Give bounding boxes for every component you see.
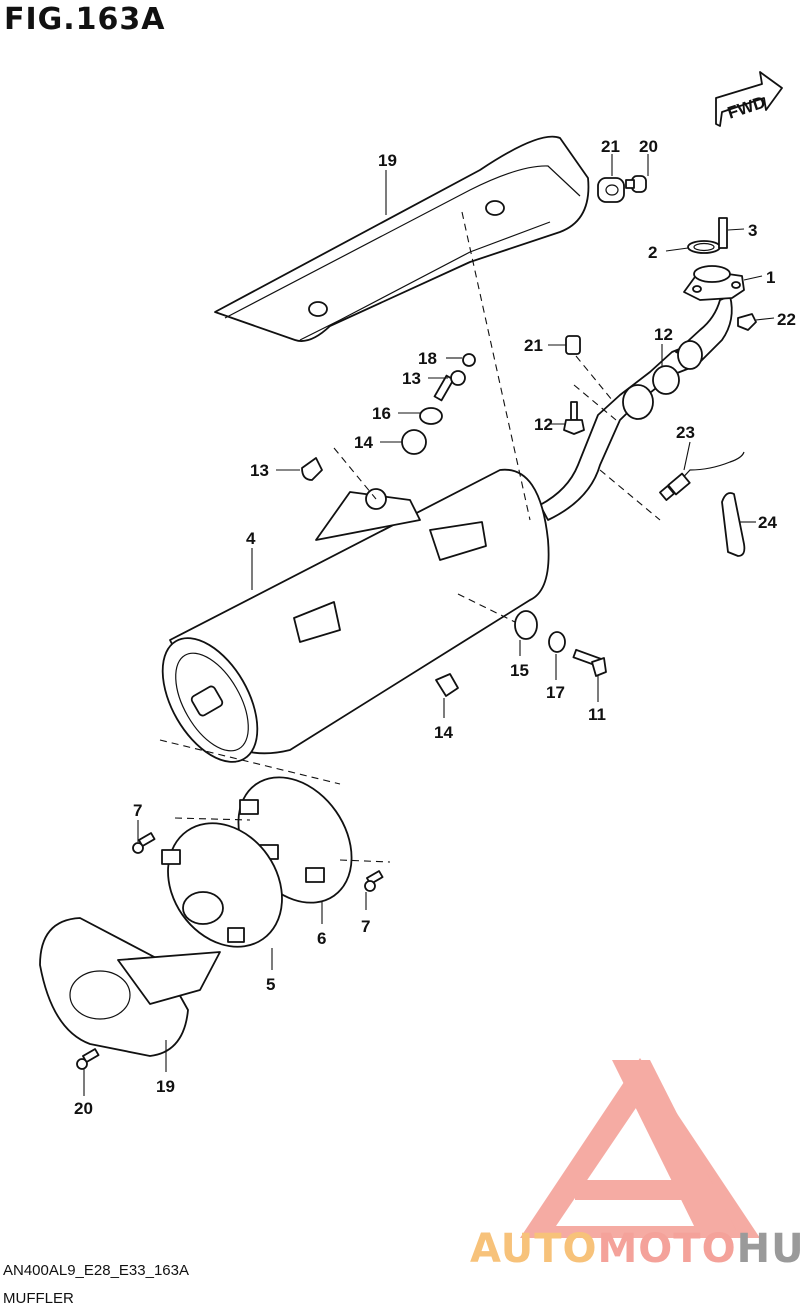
callout-23: 23 <box>676 423 695 442</box>
muffler-body-part <box>161 468 550 763</box>
callout-7-right: 7 <box>361 917 370 936</box>
stud-bolt-part <box>718 217 728 249</box>
callout-2: 2 <box>648 243 657 262</box>
watermark-text: AUTOMOTOHUB <box>470 1226 800 1272</box>
mount-bolt-lower-part <box>572 648 607 677</box>
callout-21: 21 <box>524 336 543 355</box>
callout-6: 6 <box>317 929 326 948</box>
protector-part <box>161 822 283 948</box>
pipe-bolt-part <box>563 401 585 435</box>
callout-3: 3 <box>748 221 757 240</box>
callout-1: 1 <box>766 268 775 287</box>
figure-caption: MUFFLER <box>3 1290 74 1307</box>
callout-13-lower: 15 <box>510 661 529 680</box>
end-cap-screw-right-part <box>364 870 384 892</box>
callout-11: 11 <box>588 705 606 724</box>
figure-title: FIG.163A <box>4 2 166 37</box>
collar-upper-part <box>301 457 323 481</box>
callout-9: 12 <box>534 415 553 434</box>
callout-19: 19 <box>156 1077 175 1096</box>
clamp-part <box>721 492 746 557</box>
model-code: AN400AL9_E28_E33_163A <box>3 1262 189 1279</box>
callout-22: 22 <box>777 310 796 329</box>
callout-7-left: 7 <box>133 801 142 820</box>
callout-24: 24 <box>758 513 777 532</box>
watermark-moto: MOTO <box>597 1226 737 1272</box>
callout-13-upper: 14 <box>354 433 373 452</box>
cushion-upper-part <box>401 429 427 455</box>
forward-arrow-icon: FWD <box>715 71 783 127</box>
collar-lower-part <box>435 673 459 697</box>
callout-12-lower: 14 <box>434 723 453 742</box>
mount-bolt-upper-part <box>433 370 466 402</box>
tail-cover-screw-part <box>76 1048 100 1070</box>
callout-14-lower: 17 <box>546 683 565 702</box>
callout-8: 12 <box>654 325 673 344</box>
callout-18: 21 <box>601 137 620 156</box>
end-cap-screw-part <box>132 832 156 854</box>
tail-cover-part <box>39 917 221 1057</box>
spacer-part <box>565 335 581 355</box>
callout-5: 5 <box>266 975 275 994</box>
callout-17: 20 <box>639 137 658 156</box>
washer-upper-part <box>419 407 443 425</box>
callout-16: 19 <box>378 151 397 170</box>
exhaust-pipe-part <box>539 265 745 521</box>
nut-part <box>737 313 757 331</box>
callout-labels: 19 21 20 3 2 1 22 12 21 18 13 16 14 12 2… <box>74 137 796 1118</box>
automotohub-logo <box>520 1058 760 1238</box>
callout-20: 20 <box>74 1099 93 1118</box>
watermark-hub: HUB <box>736 1226 800 1272</box>
callout-14-upper: 16 <box>372 404 391 423</box>
callout-15: 18 <box>418 349 437 368</box>
assembly-lines <box>159 211 661 863</box>
gasket-part <box>687 240 721 254</box>
watermark-auto: AUTO <box>470 1226 598 1272</box>
callout-4: 4 <box>246 529 256 548</box>
cushion-lower-part <box>514 610 538 640</box>
callout-12-upper: 13 <box>250 461 269 480</box>
muffler-cover-part <box>214 135 590 342</box>
washer-lower-part <box>548 631 566 653</box>
callout-leaders <box>83 154 775 1096</box>
cover-bolt-part <box>625 175 647 193</box>
callout-10: 13 <box>402 369 421 388</box>
cap-part <box>462 353 476 367</box>
grommet-part <box>597 177 625 203</box>
oxygen-sensor-part <box>659 451 745 501</box>
